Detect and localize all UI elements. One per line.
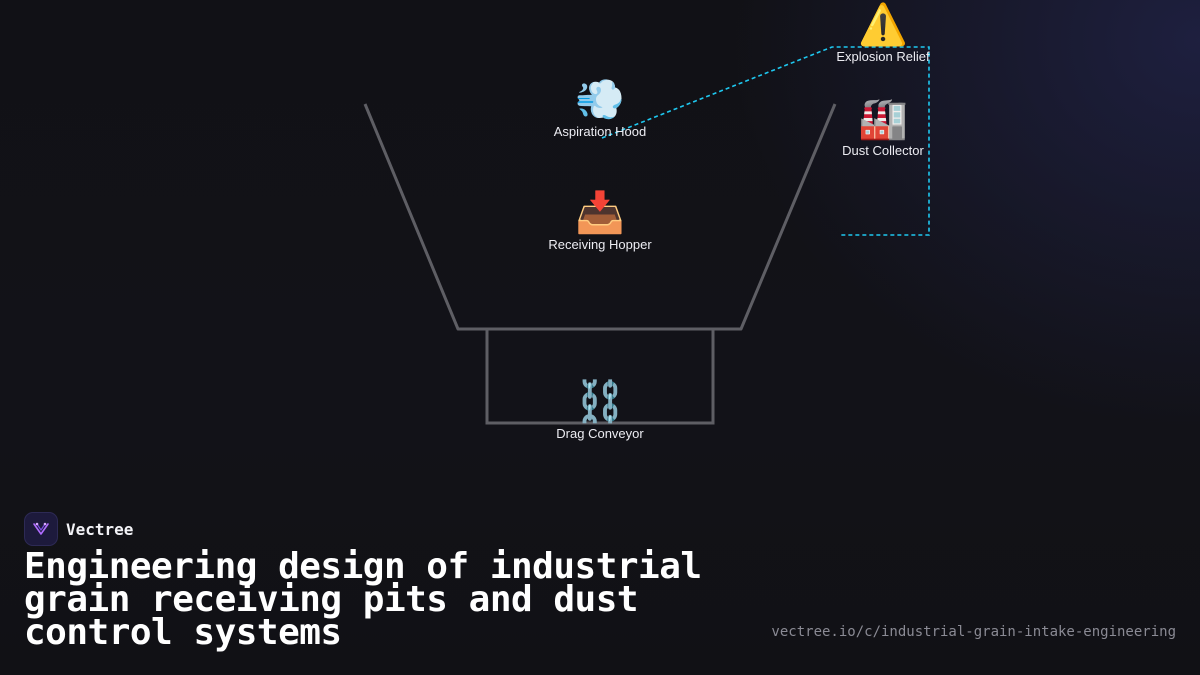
explosion-relief-label: Explosion Relief xyxy=(836,49,930,64)
source-url[interactable]: vectree.io/c/industrial-grain-intake-eng… xyxy=(771,624,1176,640)
conveyor-trench-outline xyxy=(485,329,715,425)
brand-name: Vectree xyxy=(66,519,134,539)
aspiration-hood-label: Aspiration Hood xyxy=(553,124,647,139)
dust-collector-node[interactable]: 🏭 Dust Collector xyxy=(803,97,963,159)
receiving-hopper-node[interactable]: 📥 Receiving Hopper xyxy=(520,191,680,253)
dust-collector-label: Dust Collector xyxy=(842,143,924,158)
brand[interactable]: Vectree xyxy=(24,512,133,546)
vectree-logo-icon xyxy=(24,512,58,546)
drag-conveyor-label: Drag Conveyor xyxy=(556,426,644,441)
drag-conveyor-node[interactable]: ⛓️ Drag Conveyor xyxy=(520,380,680,442)
page-title: Engineering design of industrial grain r… xyxy=(24,546,702,653)
inbox-tray-icon: 📥 xyxy=(575,191,625,235)
explosion-relief-node[interactable]: ⚠️ Explosion Relief xyxy=(803,3,963,65)
hopper-outline xyxy=(363,103,837,331)
wind-icon: 💨 xyxy=(575,78,625,122)
warning-icon: ⚠️ xyxy=(858,3,908,47)
aspiration-hood-node[interactable]: 💨 Aspiration Hood xyxy=(520,78,680,140)
receiving-hopper-label: Receiving Hopper xyxy=(548,237,652,252)
dust-duct-line xyxy=(601,46,930,236)
factory-icon: 🏭 xyxy=(858,97,908,141)
chain-icon: ⛓️ xyxy=(575,380,625,424)
